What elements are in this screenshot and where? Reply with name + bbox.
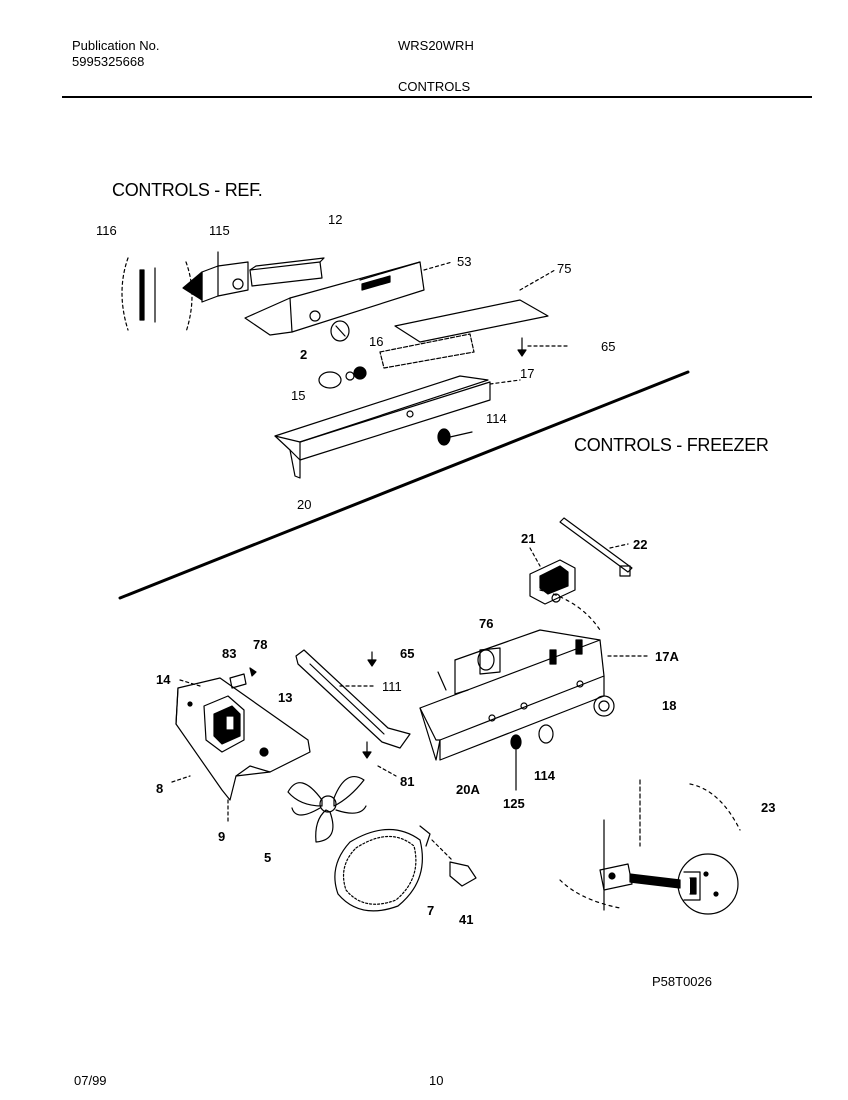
part-14-motor-bracket — [175, 677, 311, 801]
part-53-control-housing — [244, 261, 453, 336]
callout-65-ref: 65 — [601, 339, 616, 354]
part-17a-control-housing — [419, 589, 651, 761]
callout-2: 2 — [300, 347, 308, 362]
callout-18: 18 — [662, 698, 677, 713]
callout-125: 125 — [503, 796, 525, 811]
section-divider-line — [118, 370, 690, 600]
part-65-screw — [517, 337, 571, 357]
callout-5: 5 — [264, 850, 272, 865]
part-65-screw-freezer — [367, 651, 377, 667]
callout-111: 111 — [382, 679, 402, 694]
model-number: WRS20WRH — [398, 38, 474, 53]
part-17-control-panel — [274, 375, 521, 479]
part-125-switch — [510, 734, 522, 791]
part-83-clip — [229, 673, 247, 689]
part-13-fan-motor — [203, 695, 245, 753]
part-5-fan-blade — [287, 776, 367, 843]
callout-12: 12 — [328, 212, 343, 227]
part-12-switch-block — [249, 257, 325, 287]
callout-13: 13 — [278, 690, 293, 705]
callout-65-freezer: 65 — [400, 646, 415, 661]
part-75-cover-plate — [394, 269, 556, 343]
footer-date: 07/99 — [74, 1073, 107, 1088]
section-title: CONTROLS — [398, 79, 471, 94]
callout-114-ref: 114 — [486, 411, 507, 426]
figure-id: P58T0026 — [652, 974, 712, 989]
leader-14 — [179, 679, 201, 687]
callout-9: 9 — [218, 829, 226, 844]
callout-17a: 17A — [655, 649, 679, 664]
part-114-knob — [437, 428, 473, 446]
part-81-screw — [362, 741, 397, 777]
callout-21: 21 — [521, 531, 536, 546]
part-78-screw — [249, 667, 257, 677]
section-heading-freezer: CONTROLS - FREEZER — [574, 435, 769, 455]
callout-83: 83 — [222, 646, 237, 661]
header-rule — [62, 96, 812, 98]
callout-20: 20 — [297, 497, 312, 512]
part-2-control-knob — [330, 320, 350, 342]
callout-17: 17 — [520, 366, 535, 381]
callout-23: 23 — [761, 800, 776, 815]
callout-14: 14 — [156, 672, 171, 687]
part-111-air-duct — [295, 649, 411, 749]
callout-16: 16 — [369, 334, 384, 349]
part-15-lamp-bulb — [318, 371, 342, 389]
callout-75: 75 — [557, 261, 572, 276]
callout-7: 7 — [427, 903, 435, 918]
callout-22: 22 — [633, 537, 648, 552]
part-41-grommet — [431, 839, 477, 887]
section-heading-ref: CONTROLS - REF. — [112, 180, 263, 200]
callout-53: 53 — [457, 254, 472, 269]
part-16-thermostat — [345, 333, 475, 381]
callout-41: 41 — [459, 912, 474, 927]
part-18-knob — [593, 695, 615, 717]
callout-20a: 20A — [456, 782, 480, 797]
part-22-damper-rod — [559, 517, 633, 577]
part-23-defrost-thermostat — [559, 779, 741, 915]
callout-15: 15 — [291, 388, 306, 403]
leader-8 — [171, 775, 191, 783]
part-114-thermostat-knob — [538, 724, 554, 744]
callout-115: 115 — [209, 223, 230, 238]
callout-76: 76 — [479, 616, 494, 631]
part-7-fan-shroud — [334, 825, 431, 912]
callout-114-freezer: 114 — [534, 768, 555, 783]
page-number: 10 — [429, 1073, 444, 1088]
callout-8: 8 — [156, 781, 164, 796]
callout-116: 116 — [96, 223, 117, 238]
publication-label: Publication No. — [72, 38, 160, 53]
part-21-damper-control — [529, 547, 576, 605]
part-115-lamp-socket — [201, 251, 249, 303]
part-116-light-lens — [121, 257, 203, 333]
callout-81: 81 — [400, 774, 415, 789]
callout-78: 78 — [253, 637, 268, 652]
publication-number: 5995325668 — [72, 54, 145, 69]
